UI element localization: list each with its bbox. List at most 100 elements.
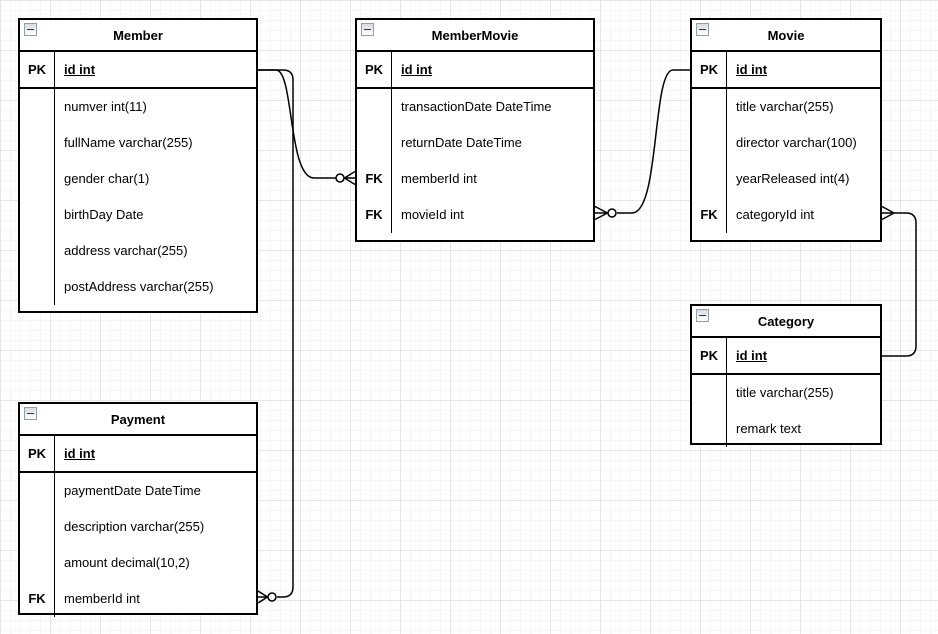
key-cell — [357, 89, 392, 125]
field-cell: title varchar(255) — [736, 99, 834, 114]
table-header[interactable]: Movie — [692, 20, 880, 52]
connector-movie-membermovie[interactable] — [594, 69, 690, 221]
field-cell: id int — [64, 62, 96, 77]
table-header[interactable]: Member — [20, 20, 256, 52]
row-primary-key[interactable]: PK id int — [20, 52, 256, 89]
collapse-minus-icon[interactable] — [696, 23, 709, 36]
row-attribute[interactable]: transactionDate DateTime — [357, 89, 593, 125]
table-rows: PK id int title varchar(255) remark text — [692, 338, 880, 447]
edge-line[interactable] — [258, 69, 336, 179]
key-cell — [20, 125, 55, 161]
row-primary-key[interactable]: PK id int — [692, 338, 880, 375]
key-cell — [357, 125, 392, 161]
field-cell: address varchar(255) — [64, 243, 188, 258]
key-cell — [20, 197, 55, 233]
field-cell: memberId int — [64, 591, 140, 606]
row-attribute[interactable]: postAddress varchar(255) — [20, 269, 256, 305]
row-attribute[interactable]: address varchar(255) — [20, 233, 256, 269]
table-header[interactable]: Category — [692, 306, 880, 338]
key-cell — [692, 411, 727, 447]
field-cell: fullName varchar(255) — [64, 135, 193, 150]
row-attribute[interactable]: gender char(1) — [20, 161, 256, 197]
collapse-minus-icon[interactable] — [24, 23, 37, 36]
collapse-minus-icon[interactable] — [24, 407, 37, 420]
row-attribute[interactable]: amount decimal(10,2) — [20, 545, 256, 581]
key-cell — [20, 473, 55, 509]
table-header[interactable]: MemberMovie — [357, 20, 593, 52]
field-cell: categoryId int — [736, 207, 815, 222]
field-cell: yearReleased int(4) — [736, 171, 850, 186]
table-movie[interactable]: Movie PK id int title varchar(255) director… — [690, 18, 882, 242]
field-cell: id int — [736, 62, 768, 77]
row-attribute[interactable]: fullName varchar(255) — [20, 125, 256, 161]
connector-member-payment[interactable] — [257, 69, 294, 604]
table-memberMovie[interactable]: MemberMovie PK id int transactionDate Date… — [355, 18, 595, 242]
key-cell: PK — [20, 52, 55, 87]
edge-line[interactable] — [258, 69, 294, 598]
field-cell: amount decimal(10,2) — [64, 555, 190, 570]
row-attribute[interactable]: birthDay Date — [20, 197, 256, 233]
key-cell — [692, 89, 727, 125]
key-cell: PK — [20, 436, 55, 471]
collapse-minus-icon[interactable] — [696, 309, 709, 322]
zero-circle-icon — [267, 592, 277, 602]
crow-foot-icon — [881, 205, 895, 221]
row-attribute[interactable]: paymentDate DateTime — [20, 473, 256, 509]
table-category[interactable]: Category PK id int title varchar(255) remar… — [690, 304, 882, 447]
field-cell: numver int(11) — [64, 99, 147, 114]
key-cell — [692, 375, 727, 411]
table-title: Member — [113, 27, 163, 43]
field-cell: birthDay Date — [64, 207, 144, 222]
field-cell: returnDate DateTime — [401, 135, 522, 150]
key-cell: PK — [357, 52, 392, 87]
row-attribute[interactable]: title varchar(255) — [692, 375, 880, 411]
edge-line[interactable] — [882, 212, 917, 357]
field-cell: id int — [401, 62, 433, 77]
table-rows: PK id int transactionDate DateTime returnDa… — [357, 52, 593, 233]
row-attribute[interactable]: remark text — [692, 411, 880, 447]
key-cell — [20, 269, 55, 305]
key-cell — [20, 233, 55, 269]
row-attribute[interactable]: FK memberId int — [20, 581, 256, 617]
row-attribute[interactable]: yearReleased int(4) — [692, 161, 880, 197]
key-cell: PK — [692, 52, 727, 87]
row-attribute[interactable]: description varchar(255) — [20, 509, 256, 545]
connector-member-membermovie[interactable] — [258, 69, 356, 186]
crow-foot-icon — [594, 205, 608, 221]
collapse-minus-icon[interactable] — [361, 23, 374, 36]
row-attribute[interactable]: title varchar(255) — [692, 89, 880, 125]
zero-circle-icon — [335, 173, 345, 183]
table-rows: PK id int numver int(11) fullName varchar(2… — [20, 52, 256, 305]
edge-line[interactable] — [617, 69, 690, 214]
row-primary-key[interactable]: PK id int — [692, 52, 880, 89]
field-cell: title varchar(255) — [736, 385, 834, 400]
row-attribute[interactable]: returnDate DateTime — [357, 125, 593, 161]
field-cell: description varchar(255) — [64, 519, 205, 534]
row-attribute[interactable]: director varchar(100) — [692, 125, 880, 161]
row-primary-key[interactable]: PK id int — [357, 52, 593, 89]
connector-category-movie[interactable] — [881, 205, 917, 357]
table-header[interactable]: Payment — [20, 404, 256, 436]
key-cell: PK — [692, 338, 727, 373]
field-cell: postAddress varchar(255) — [64, 279, 214, 294]
field-cell: id int — [736, 348, 768, 363]
crow-foot-icon — [257, 590, 268, 604]
table-member[interactable]: Member PK id int numver int(11) fullName va… — [18, 18, 258, 313]
key-cell — [20, 161, 55, 197]
field-cell: transactionDate DateTime — [401, 99, 552, 114]
field-cell: remark text — [736, 421, 802, 436]
field-cell: paymentDate DateTime — [64, 483, 201, 498]
table-title: Movie — [767, 27, 805, 43]
key-cell: FK — [20, 581, 55, 617]
row-attribute[interactable]: numver int(11) — [20, 89, 256, 125]
key-cell — [20, 509, 55, 545]
key-cell: FK — [357, 197, 392, 233]
